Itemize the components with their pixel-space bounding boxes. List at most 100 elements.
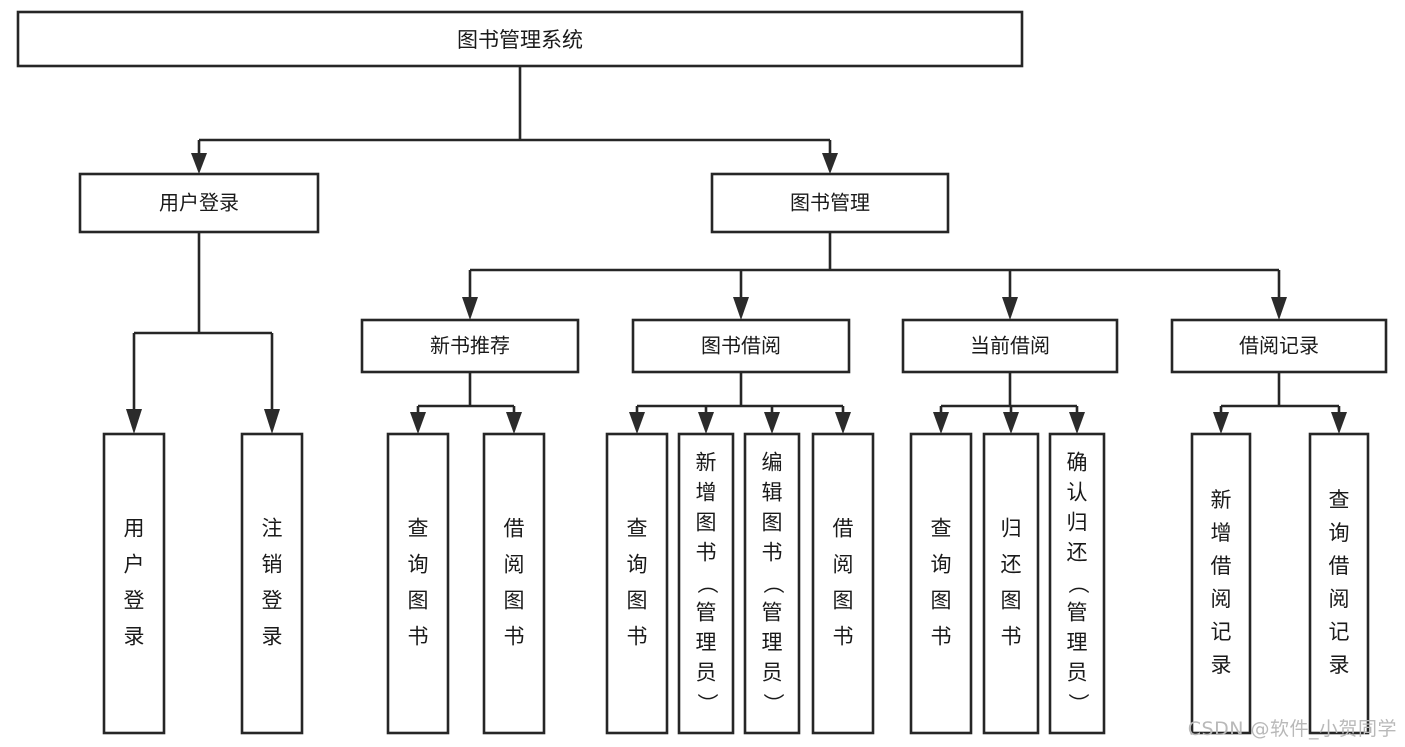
- label-char: 编: [762, 451, 783, 475]
- connectors-current-borrow-to-leaves: [933, 372, 1085, 434]
- node-user-login[interactable]: 用户登录: [78, 172, 320, 234]
- label-char: ）: [695, 693, 719, 714]
- node-root-box[interactable]: [16, 10, 1024, 68]
- node-book-manage-box[interactable]: [710, 172, 950, 234]
- label-char: 归: [1067, 511, 1088, 535]
- label-char: （: [695, 573, 719, 594]
- label-char: 询: [931, 553, 952, 577]
- node-leaf-return-book-box[interactable]: [982, 432, 1040, 735]
- node-leaf-logout-box[interactable]: [240, 432, 304, 735]
- connectors-book-borrow-to-leaves: [629, 372, 851, 434]
- node-book-manage-label: 图书管理: [790, 191, 870, 215]
- label-char: 管: [696, 601, 717, 625]
- label-char: （: [1066, 573, 1090, 594]
- leaf-nodes-layer: 用户登录注销登录查询图书借阅图书查询图书新增图书（管理员）编辑图书（管理员）借阅…: [102, 432, 1370, 735]
- node-current-borrow[interactable]: 当前借阅: [901, 318, 1119, 374]
- label-char: 登: [124, 589, 145, 613]
- arrow-head-book-manage: [822, 153, 838, 174]
- label-char: 理: [696, 631, 717, 655]
- label-char: 图: [1001, 589, 1022, 613]
- arrow-head-leaf-return-book: [1003, 412, 1019, 434]
- label-char: 理: [762, 631, 783, 655]
- node-book-manage[interactable]: 图书管理: [710, 172, 950, 234]
- node-new-book-rec-box[interactable]: [360, 318, 580, 374]
- arrow-head-current-borrow: [1002, 297, 1018, 320]
- connectors-user-login-to-leaves: [126, 232, 280, 434]
- node-new-book-rec[interactable]: 新书推荐: [360, 318, 580, 374]
- node-leaf-query-book-box[interactable]: [605, 432, 669, 735]
- label-char: 记: [1211, 620, 1232, 644]
- label-char: 借: [1329, 554, 1350, 578]
- label-char: 阅: [504, 553, 525, 577]
- node-current-borrow-box[interactable]: [901, 318, 1119, 374]
- node-leaf-user-login[interactable]: 用户登录: [102, 432, 166, 735]
- label-char: 借: [1211, 554, 1232, 578]
- node-root-label: 图书管理系统: [457, 28, 583, 52]
- node-leaf-borrow-book-rec-box[interactable]: [482, 432, 546, 735]
- arrow-head-leaf-add-record: [1213, 412, 1229, 434]
- node-borrow-record[interactable]: 借阅记录: [1170, 318, 1388, 374]
- node-borrow-record-box[interactable]: [1170, 318, 1388, 374]
- node-leaf-query-record-box[interactable]: [1308, 432, 1370, 735]
- node-leaf-add-record-box[interactable]: [1190, 432, 1252, 735]
- label-char: 注: [262, 517, 283, 541]
- label-char: 借: [833, 517, 854, 541]
- label-char: 还: [1067, 541, 1088, 565]
- node-user-login-label: 用户登录: [159, 191, 239, 215]
- label-char: 辑: [762, 481, 783, 505]
- arrow-head-borrow-record: [1271, 297, 1287, 320]
- label-char: 登: [262, 589, 283, 613]
- label-char: ）: [761, 693, 785, 714]
- label-char: 书: [1001, 625, 1022, 649]
- label-char: 图: [408, 589, 429, 613]
- node-user-login-box[interactable]: [78, 172, 320, 234]
- label-char: 员: [762, 661, 783, 685]
- label-char: 书: [627, 625, 648, 649]
- node-book-borrow[interactable]: 图书借阅: [631, 318, 851, 374]
- label-char: 记: [1329, 620, 1350, 644]
- label-char: 询: [408, 553, 429, 577]
- label-char: 书: [696, 541, 717, 565]
- node-leaf-edit-book-box[interactable]: [743, 432, 801, 735]
- label-char: 认: [1067, 481, 1088, 505]
- label-char: 新: [1211, 488, 1232, 512]
- node-leaf-confirm-return-box[interactable]: [1048, 432, 1106, 735]
- label-char: 查: [627, 517, 648, 541]
- label-char: 员: [696, 661, 717, 685]
- node-leaf-query-book-cur-box[interactable]: [909, 432, 973, 735]
- connectors-root-to-level2: [191, 66, 838, 174]
- node-root[interactable]: 图书管理系统: [16, 10, 1024, 68]
- node-leaf-borrow-book-box[interactable]: [811, 432, 875, 735]
- label-char: 书: [504, 625, 525, 649]
- arrow-head-leaf-borrow-book: [835, 412, 851, 434]
- label-char: 录: [1329, 653, 1350, 677]
- node-leaf-user-login-box[interactable]: [102, 432, 166, 735]
- node-book-borrow-box[interactable]: [631, 318, 851, 374]
- node-leaf-query-book-rec-box[interactable]: [386, 432, 450, 735]
- node-leaf-add-book-box[interactable]: [677, 432, 735, 735]
- label-char: 图: [696, 511, 717, 535]
- label-char: 书: [833, 625, 854, 649]
- label-char: 销: [262, 553, 283, 577]
- label-char: 查: [1329, 488, 1350, 512]
- label-char: 录: [1211, 653, 1232, 677]
